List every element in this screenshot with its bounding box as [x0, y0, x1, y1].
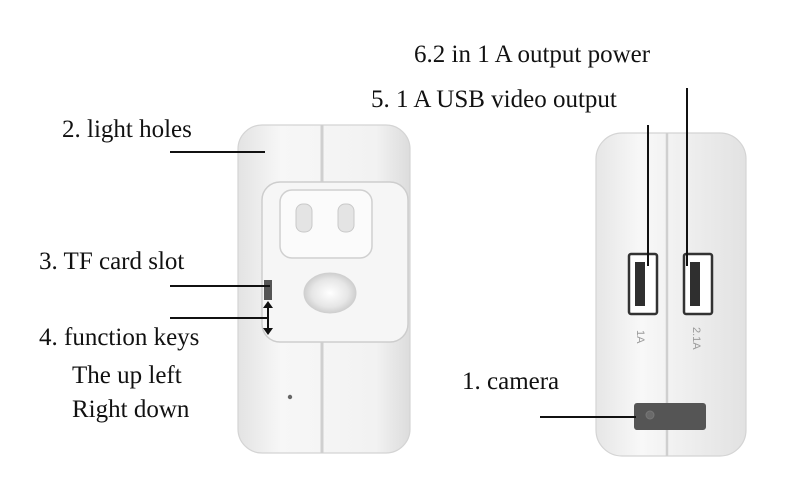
plug-prong-left [295, 203, 313, 233]
port-label-21a: 2.1A [690, 327, 702, 350]
leader-lines [170, 88, 688, 418]
camera-window [634, 403, 706, 430]
light-hole-dot [287, 394, 293, 400]
label-light-holes: 2. light holes [62, 116, 192, 143]
usb-port-21a-tongue [690, 262, 700, 306]
label-camera: 1. camera [462, 368, 560, 395]
right-device: 1A 2.1A [595, 132, 747, 457]
tf-slot [264, 280, 272, 300]
round-button [303, 272, 357, 314]
up-down-arrow-icon [263, 301, 273, 335]
camera-lens-icon [645, 410, 655, 420]
label-function-keys-line3: Right down [72, 396, 190, 423]
label-function-keys-line2: The up left [72, 362, 182, 389]
plug-prong-right [337, 203, 355, 233]
label-output-power: 6.2 in 1 A output power [414, 41, 651, 68]
label-usb-video-output: 5. 1 A USB video output [371, 86, 617, 113]
usb-port-1a-tongue [635, 262, 645, 306]
port-label-1a: 1A [634, 330, 646, 344]
right-device-body [595, 132, 747, 457]
left-device [237, 124, 411, 454]
label-function-keys: 4. function keys [39, 324, 200, 351]
label-tf-card-slot: 3. TF card slot [39, 248, 185, 275]
plug-socket [279, 189, 373, 259]
